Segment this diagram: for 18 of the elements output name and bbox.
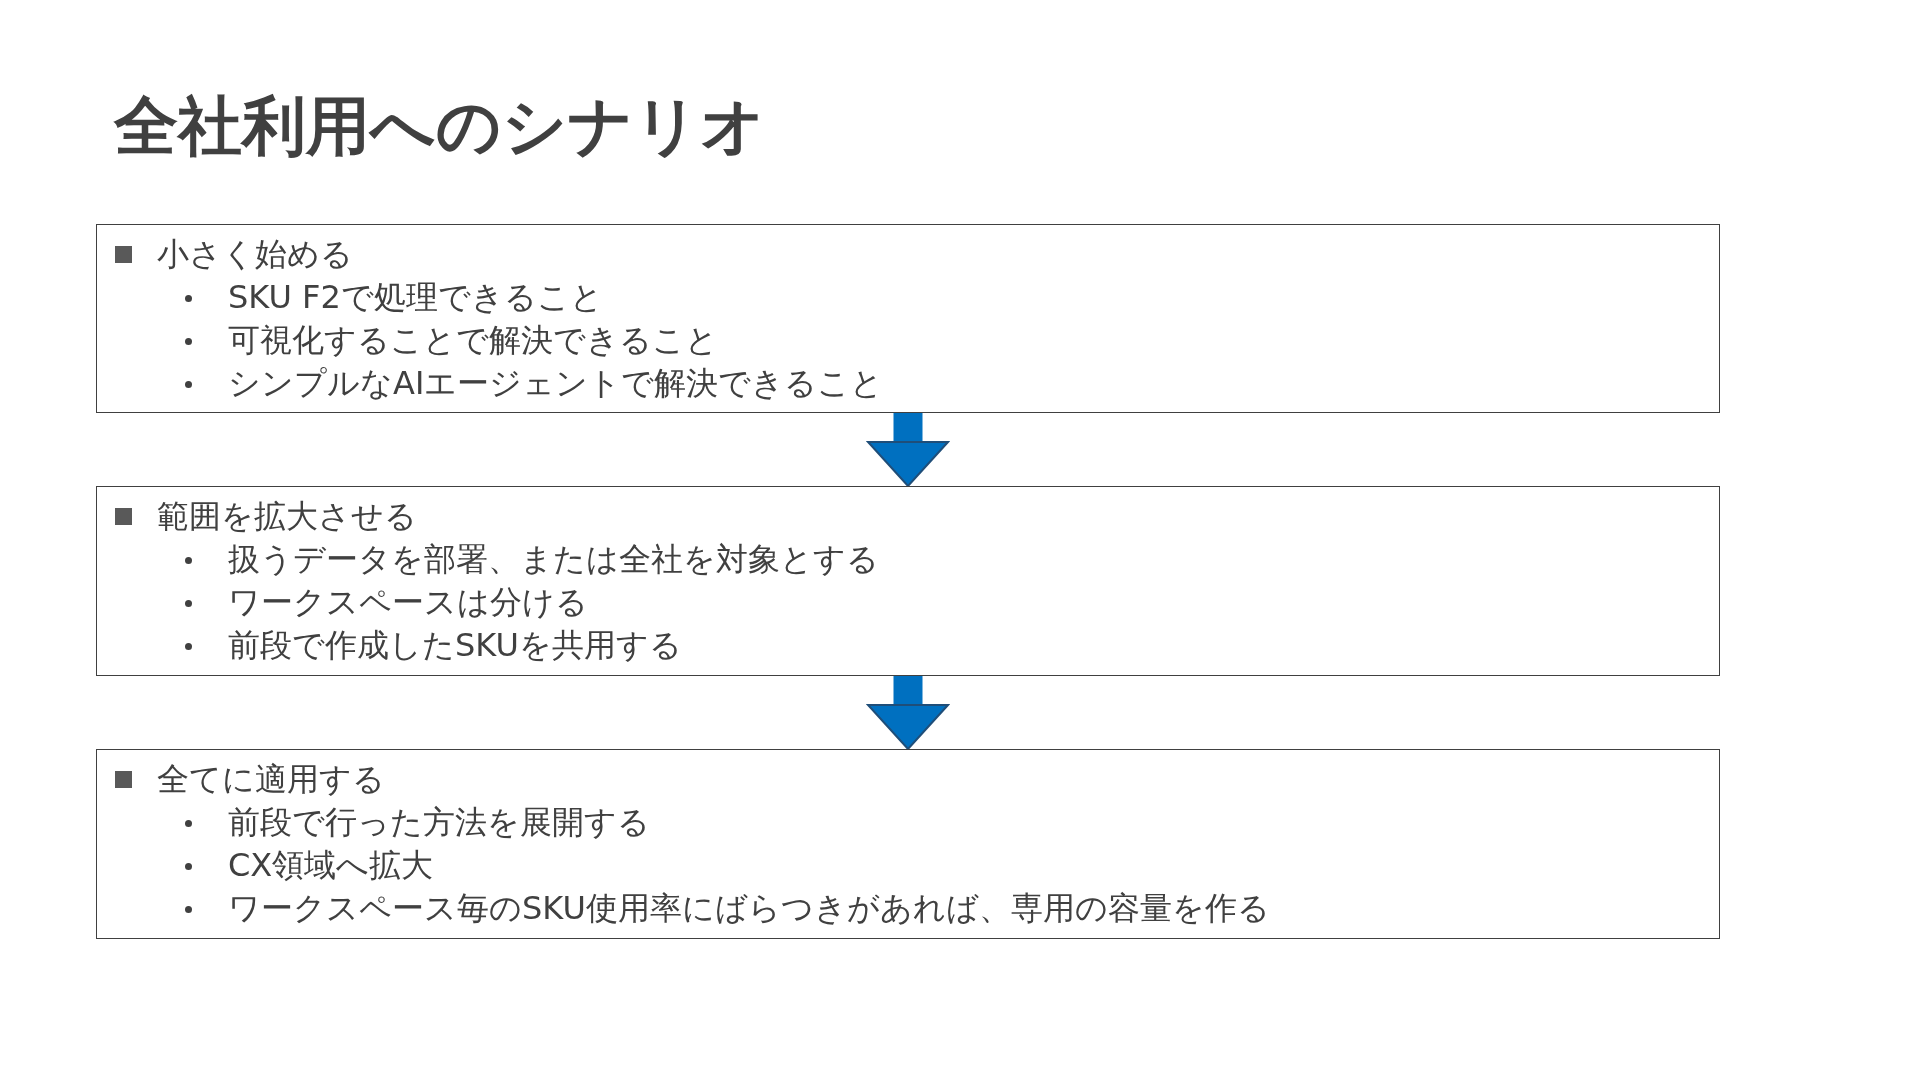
bullet-item: 前段で作成したSKUを共用する	[228, 625, 682, 665]
bullet-item: シンプルなAIエージェントで解決できること	[228, 363, 884, 403]
bullet-item: ワークスペース毎のSKU使用率にばらつきがあれば、専用の容量を作る	[228, 888, 1270, 928]
text-box	[96, 486, 1720, 676]
bullet-item: ワークスペースは分ける	[228, 582, 588, 622]
bullet-item: CX領域へ拡大	[228, 845, 434, 885]
bullet-item: SKU F2で処理できること	[228, 277, 603, 317]
heading: 全てに適用する	[157, 759, 385, 799]
bullet-item: 可視化することで解決できること	[228, 320, 718, 360]
down-arrow	[867, 676, 949, 750]
heading: 範囲を拡大させる	[157, 496, 417, 536]
down-arrow	[867, 413, 949, 487]
bullet-item: 扱うデータを部署、または全社を対象とする	[228, 539, 879, 579]
heading: 小さく始める	[157, 234, 353, 274]
text-box	[96, 224, 1720, 413]
text-box	[96, 749, 1720, 939]
bullet-item: 前段で行った方法を展開する	[228, 802, 650, 842]
title: 全社利用へのシナリオ	[114, 88, 766, 165]
